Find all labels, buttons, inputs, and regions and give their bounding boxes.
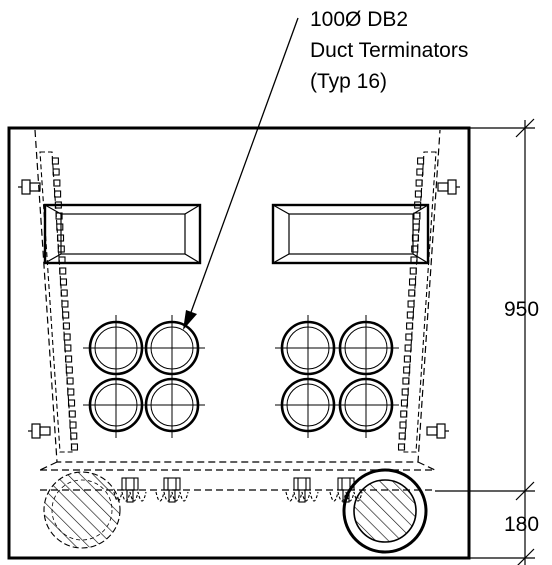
- duct-terminator: [333, 315, 399, 381]
- duct-terminators: [83, 315, 399, 438]
- cable-glands: [113, 477, 363, 503]
- hidden-lines: [34, 129, 441, 491]
- hatched-penetration-right: [342, 468, 428, 554]
- callout-line-2: Duct Terminators: [310, 39, 468, 62]
- callout-leader: [183, 17, 299, 330]
- left-rail: [39, 151, 79, 453]
- bracket-clips: [18, 179, 460, 439]
- cabinet-outline: [7, 126, 471, 560]
- hatched-penetration-left: [43, 471, 121, 549]
- duct-terminator: [275, 315, 341, 381]
- duct-terminator: [275, 372, 341, 438]
- cable-gland: [155, 477, 189, 503]
- dimension-950: 950: [504, 298, 539, 321]
- callout-line-3: (Typ 16): [310, 70, 387, 93]
- duct-terminator: [333, 372, 399, 438]
- cable-gland: [113, 477, 147, 503]
- cable-gland: [285, 477, 319, 503]
- duct-terminator: [139, 372, 205, 438]
- louvre-panel-right: [271, 203, 430, 265]
- right-rail: [397, 151, 437, 453]
- louvre-panel-left: [43, 203, 202, 265]
- dimension-180: 180: [504, 513, 539, 536]
- dimension-lines: [435, 118, 535, 565]
- callout-line-1: 100Ø DB2: [310, 8, 408, 31]
- duct-terminator: [139, 315, 205, 381]
